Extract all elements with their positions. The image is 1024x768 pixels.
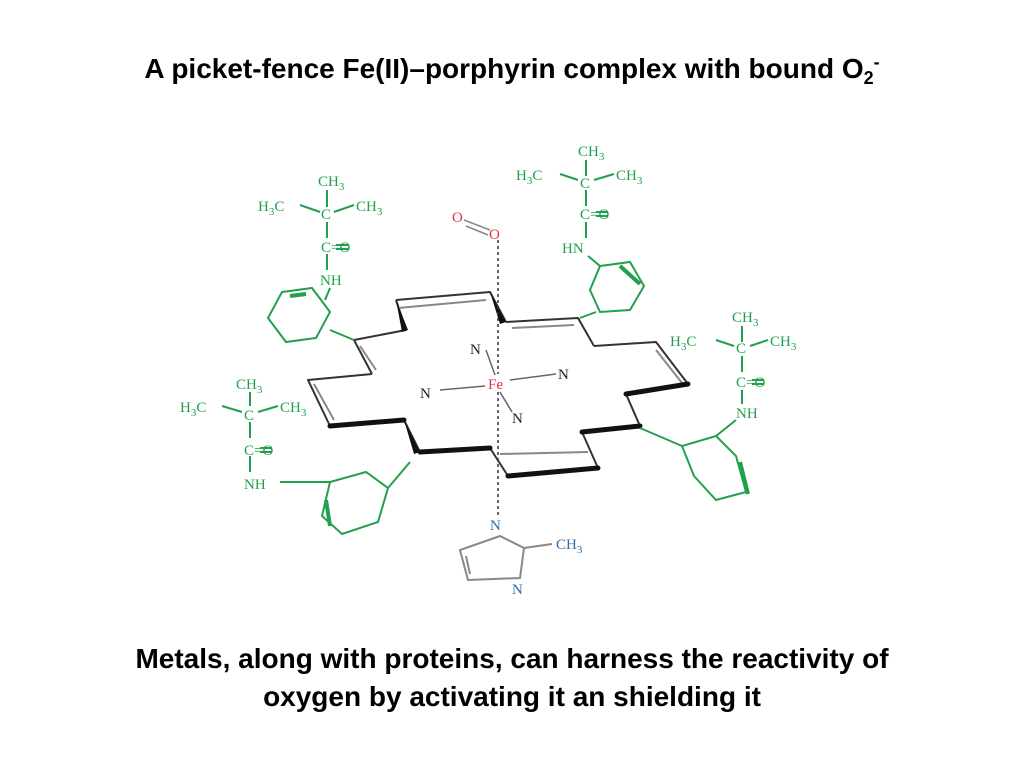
n-label-front: N bbox=[512, 411, 523, 427]
imidazole-n-top: N bbox=[490, 518, 501, 534]
n-label-left: N bbox=[420, 386, 431, 402]
o-o-bond bbox=[463, 219, 491, 231]
tl-nh: NH bbox=[320, 273, 342, 289]
l-ch3-right: CH3 bbox=[280, 400, 307, 419]
r-carbonyl: C=O bbox=[736, 375, 765, 391]
title-subscript: 2 bbox=[863, 68, 874, 88]
slide-title: A picket-fence Fe(II)–porphyrin complex … bbox=[144, 52, 880, 88]
oxygen-label-1: O bbox=[452, 210, 463, 226]
l-nh: NH bbox=[244, 477, 266, 493]
tl-c-center: C bbox=[321, 207, 331, 223]
l-c-center: C bbox=[244, 408, 254, 424]
title-superscript: - bbox=[873, 52, 880, 72]
r-c-center: C bbox=[736, 341, 746, 357]
tr-ch3-right: CH3 bbox=[616, 168, 643, 187]
imidazole-ring bbox=[458, 534, 553, 582]
tr-carbonyl: C=O bbox=[580, 207, 609, 223]
tr-h3c: H3C bbox=[516, 168, 542, 187]
tl-ch3-right: CH3 bbox=[356, 199, 383, 218]
porphyrin-front-edges bbox=[327, 381, 691, 479]
l-h3c: H3C bbox=[180, 400, 206, 419]
picket-bonds bbox=[221, 160, 769, 536]
imidazole-n-bottom: N bbox=[512, 582, 523, 598]
tr-hn: HN bbox=[562, 241, 584, 257]
fe-n-bonds bbox=[439, 349, 557, 413]
fe-label: Fe bbox=[488, 377, 503, 393]
tr-c-center: C bbox=[580, 176, 590, 192]
tl-carbonyl: C=O bbox=[321, 240, 350, 256]
imidazole-methyl-label: CH3 bbox=[556, 537, 583, 556]
n-label-back: N bbox=[470, 342, 481, 358]
o-o-bond-2 bbox=[465, 225, 489, 236]
r-nh: NH bbox=[736, 406, 758, 422]
r-ch3-right: CH3 bbox=[770, 334, 797, 353]
caption-line-1: Metals, along with proteins, can harness… bbox=[135, 643, 889, 674]
slide-caption: Metals, along with proteins, can harness… bbox=[20, 640, 1004, 716]
l-ch3-top: CH3 bbox=[236, 377, 263, 396]
tr-ch3-top: CH3 bbox=[578, 144, 605, 163]
n-label-right: N bbox=[558, 367, 569, 383]
l-carbonyl: C=O bbox=[244, 443, 273, 459]
tl-ch3-top: CH3 bbox=[318, 174, 345, 193]
r-ch3-top: CH3 bbox=[732, 310, 759, 329]
caption-line-2: oxygen by activating it an shielding it bbox=[263, 681, 761, 712]
r-h3c: H3C bbox=[670, 334, 696, 353]
tl-h3c: H3C bbox=[258, 199, 284, 218]
wedge-left bbox=[404, 420, 420, 454]
wedge-back-left bbox=[396, 300, 408, 332]
oxygen-label-2: O bbox=[489, 227, 500, 243]
